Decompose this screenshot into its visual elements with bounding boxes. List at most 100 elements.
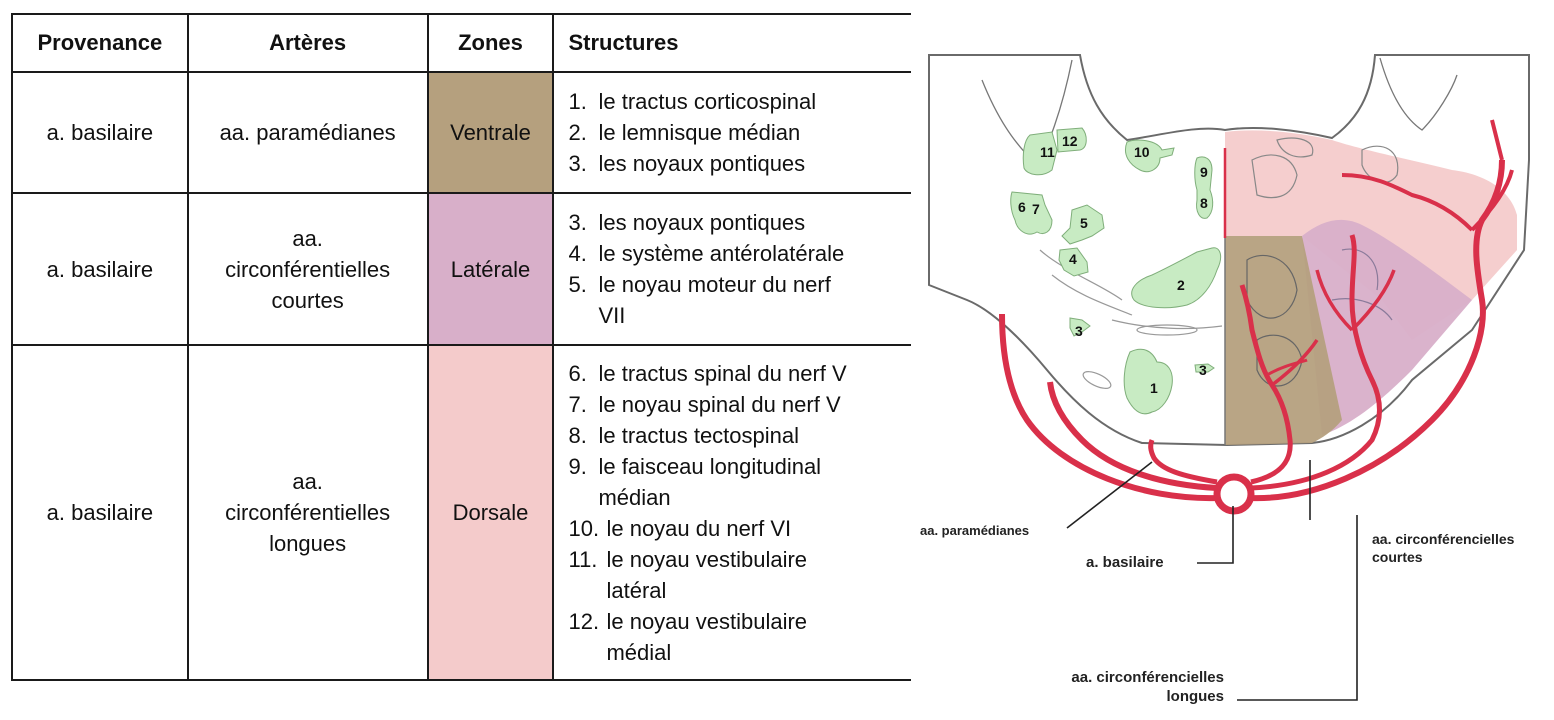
structure-item: 10.le noyau du nerf VI — [568, 515, 792, 541]
outline-sketch — [1051, 274, 1133, 316]
structure-item: 6.le tractus spinal du nerf V — [568, 360, 847, 386]
outline-sketch — [1111, 319, 1223, 330]
artery-line: aa. paramédianes — [219, 120, 396, 145]
outline-sketch — [1251, 154, 1298, 199]
cell-structures: 1.le tractus corticospinal 2.le lemnisqu… — [552, 71, 911, 194]
nucleus-4-shape — [1058, 247, 1089, 277]
cell-arteres: aa. circonférentielles courtes — [186, 192, 429, 346]
long-circumferential-right-branch — [1470, 119, 1514, 232]
paramedian-artery-right-branch — [1266, 358, 1308, 377]
nuclei-group — [1010, 127, 1222, 415]
table-row: a. basilaire aa. paramédianes Ventrale 1… — [11, 71, 911, 194]
nucleus-numbers: 11 12 10 9 8 6 7 5 4 2 3 1 3 — [1018, 133, 1208, 396]
header-zones: Zones — [426, 13, 555, 73]
paramedian-artery-right — [1239, 284, 1293, 485]
pons-vascularization-diagram: 11 12 10 9 8 6 7 5 4 2 3 1 3 — [912, 0, 1554, 720]
nucleus-12-shape — [1056, 127, 1087, 153]
nucleus-9-8-shape — [1194, 156, 1214, 219]
nucleus-3b-shape — [1194, 363, 1215, 373]
nucleus-label-12: 12 — [1062, 133, 1078, 149]
label-longues: aa. circonférencielles longues — [1071, 669, 1224, 705]
table-header-row: Provenance Artères Zones Structures — [11, 13, 911, 73]
structure-item: 2.le lemnisque médian — [568, 120, 801, 145]
structure-item: 4.le système antérolatérale — [568, 241, 845, 266]
nucleus-3a-shape — [1069, 317, 1091, 337]
cell-zone-ventrale: Ventrale — [426, 71, 555, 194]
basilar-artery — [1213, 473, 1255, 515]
table-row: a. basilaire aa. circonférentielles long… — [11, 344, 911, 681]
table-row: a. basilaire aa. circonférentielles cour… — [11, 192, 911, 346]
header-provenance: Provenance — [11, 13, 189, 73]
nucleus-label-6: 6 — [1018, 199, 1026, 215]
short-circumferential-left — [1047, 381, 1218, 491]
leader-longues — [1237, 515, 1358, 701]
header-structures: Structures — [552, 13, 911, 73]
short-circumferential-right-branch — [1315, 269, 1354, 332]
structure-item: 7.le noyau spinal du nerf V — [568, 391, 841, 417]
cell-provenance: a. basilaire — [11, 192, 189, 346]
cell-zone-dorsale: Dorsale — [426, 344, 555, 681]
cell-provenance: a. basilaire — [11, 344, 189, 681]
structure-item: 1.le tractus corticospinal — [568, 89, 817, 114]
nucleus-5-shape — [1061, 204, 1105, 245]
leader-basilaire — [1197, 506, 1234, 564]
label-paramedianes: aa. paramédianes — [920, 523, 1030, 538]
artery-line: aa. — [292, 225, 323, 251]
vascularization-table: Provenance Artères Zones Structures a. b… — [11, 13, 911, 684]
nucleus-label-5: 5 — [1080, 215, 1088, 231]
nucleus-1-shape — [1123, 348, 1173, 415]
nucleus-label-8: 8 — [1200, 195, 1208, 211]
nucleus-label-9: 9 — [1200, 164, 1208, 180]
artery-line: courtes — [271, 287, 344, 313]
cell-structures: 3.les noyaux pontiques 4.le système anté… — [552, 192, 911, 346]
nucleus-label-1: 1 — [1150, 380, 1158, 396]
nucleus-label-11: 11 — [1040, 144, 1055, 160]
long-circumferential-right-branch — [1341, 173, 1474, 232]
structure-item: 3.les noyaux pontiques — [568, 151, 806, 176]
artery-line: circonférentielles — [225, 500, 391, 525]
nucleus-10-shape — [1125, 139, 1175, 173]
outline-sketch — [1276, 137, 1314, 158]
cell-arteres: aa. paramédianes — [186, 71, 429, 194]
cell-zone-laterale: Latérale — [426, 192, 555, 346]
outline-sketch — [1136, 324, 1198, 336]
nucleus-label-3a: 3 — [1075, 323, 1083, 339]
artery-line: aa. — [292, 469, 323, 494]
artery-line: circonférentielles — [225, 256, 391, 282]
nucleus-label-7: 7 — [1032, 201, 1040, 217]
nucleus-2-shape — [1131, 247, 1222, 309]
ventral-zone — [1225, 236, 1342, 445]
cell-structures: 6.le tractus spinal du nerf V 7.le noyau… — [552, 344, 911, 681]
outline-sketch — [1379, 57, 1458, 131]
outline-sketch — [1039, 249, 1123, 301]
pons-section-svg: 11 12 10 9 8 6 7 5 4 2 3 1 3 — [928, 54, 1530, 701]
short-circumferential-right — [1250, 234, 1382, 491]
nucleus-label-2: 2 — [1177, 277, 1185, 293]
label-basilaire: a. basilaire — [1086, 554, 1164, 571]
cell-arteres: aa. circonférentielles longues — [186, 344, 429, 681]
structure-item: 8.le tractus tectospinal — [568, 422, 800, 448]
nucleus-label-10: 10 — [1134, 144, 1150, 160]
arteries-group — [999, 119, 1514, 515]
artery-line: longues — [269, 531, 347, 556]
leader-lines — [1066, 460, 1358, 701]
nucleus-label-3b: 3 — [1199, 362, 1207, 378]
nucleus-6-7-shape — [1010, 191, 1053, 235]
long-circumferential-left — [999, 313, 1218, 502]
lateral-zone — [1302, 219, 1472, 435]
header-arteres: Artères — [186, 13, 429, 73]
outline-sketch — [1246, 254, 1298, 319]
cell-provenance: a. basilaire — [11, 71, 189, 194]
paramedian-artery-left — [1148, 439, 1218, 485]
structure-item: 3.les noyaux pontiques — [568, 210, 806, 235]
nucleus-label-4: 4 — [1069, 251, 1077, 267]
outline-sketch — [1331, 298, 1393, 321]
outline-sketch — [1341, 248, 1379, 291]
leader-paramedianes — [1066, 461, 1153, 529]
label-courtes: aa. circonférencielles courtes — [1372, 531, 1515, 565]
outline-sketch — [1361, 145, 1399, 183]
short-circumferential-right-branch — [1350, 269, 1396, 332]
